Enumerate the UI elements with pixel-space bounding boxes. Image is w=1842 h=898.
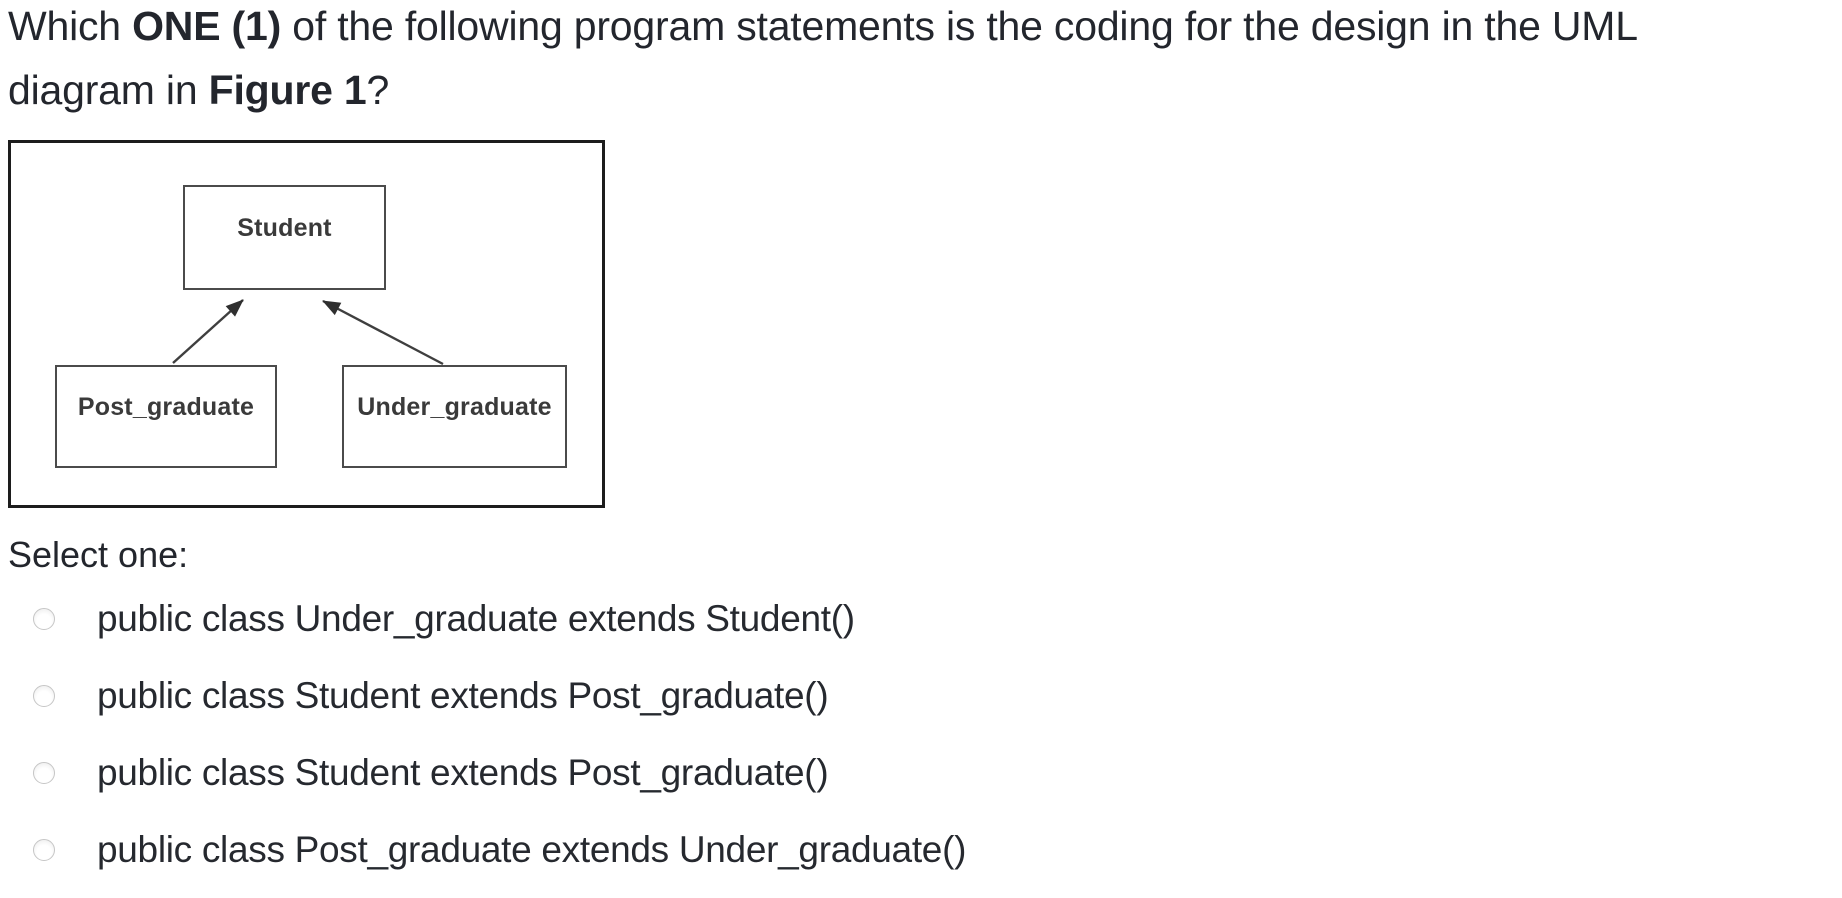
question-line1-rest: of the following program statements is t… [281, 3, 1638, 49]
uml-class-post-graduate: Post_graduate [55, 365, 277, 468]
answer-option-2: public class Student extends Post_gradua… [0, 657, 1842, 734]
radio-button-option-3[interactable] [33, 761, 55, 784]
figure-1-uml-diagram: Student Post_graduate Under_graduate [8, 140, 605, 508]
question-bold-one: ONE (1) [132, 3, 282, 49]
answer-option-3: public class Student extends Post_gradua… [0, 734, 1842, 811]
question-line2-suffix: ? [366, 67, 390, 113]
uml-class-student: Student [183, 185, 386, 290]
question-line1-prefix: Which [8, 3, 133, 49]
select-one-prompt: Select one: [8, 534, 189, 575]
radio-button-option-2[interactable] [33, 684, 55, 707]
answer-options: public class Under_graduate extends Stud… [0, 580, 1842, 888]
option-2-label[interactable]: public class Student extends Post_gradua… [97, 674, 829, 716]
radio-button-option-1[interactable] [33, 607, 55, 630]
inheritance-arrows [172, 299, 444, 366]
answer-option-1: public class Under_graduate extends Stud… [0, 580, 1842, 657]
question-line2-prefix: diagram in [8, 67, 209, 113]
uml-class-student-label: Student [237, 214, 332, 242]
uml-diagram-canvas: Student Post_graduate Under_graduate [11, 143, 602, 505]
option-3-label[interactable]: public class Student extends Post_gradua… [97, 751, 829, 793]
option-1-label[interactable]: public class Under_graduate extends Stud… [97, 597, 855, 639]
uml-class-under-graduate: Under_graduate [342, 365, 567, 468]
answer-option-4: public class Post_graduate extends Under… [0, 811, 1842, 888]
question-text: Which ONE (1) of the following program s… [8, 0, 1828, 122]
inheritance-arrow-under-to-student [322, 299, 444, 366]
uml-class-under-graduate-label: Under_graduate [357, 393, 552, 421]
question-bold-figure: Figure 1 [208, 67, 367, 113]
inheritance-arrow-post-to-student [172, 299, 244, 364]
uml-class-post-graduate-label: Post_graduate [77, 393, 255, 421]
option-4-label[interactable]: public class Post_graduate extends Under… [97, 828, 967, 870]
radio-button-option-4[interactable] [33, 838, 55, 861]
